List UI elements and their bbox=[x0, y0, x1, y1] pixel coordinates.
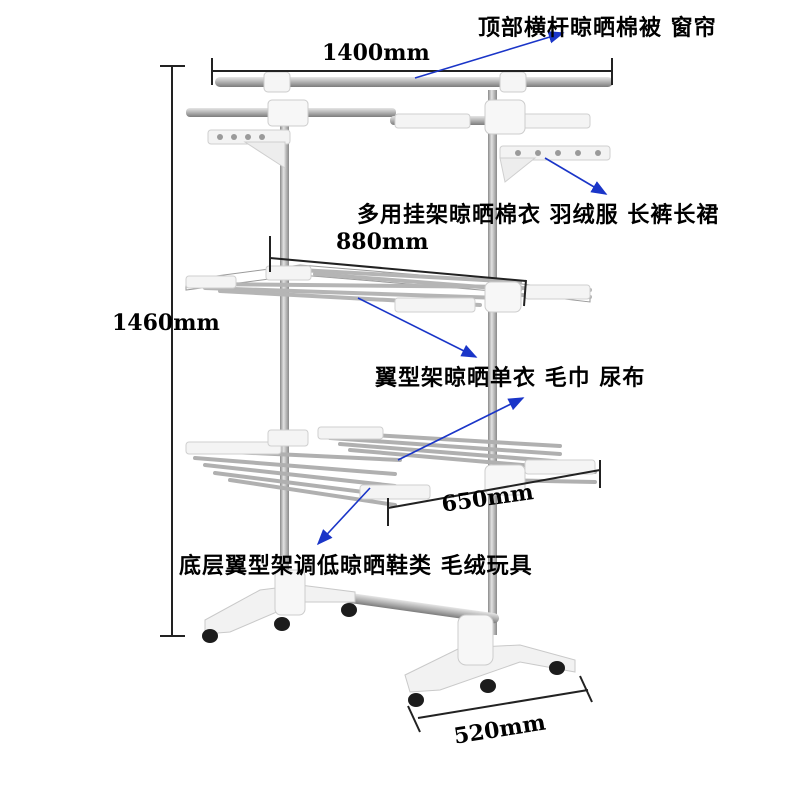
wing-width-dimension-line bbox=[269, 236, 527, 307]
rack-base bbox=[202, 569, 576, 707]
arrow-top-bar bbox=[414, 31, 565, 79]
wheels bbox=[202, 603, 565, 707]
label-multi-hanger: 多用挂架晾晒棉衣 羽绒服 长裤长裙 bbox=[357, 203, 720, 228]
callout-arrows bbox=[316, 31, 608, 546]
arrow-wing-rack bbox=[357, 297, 478, 358]
lower-wing-rack bbox=[185, 426, 597, 507]
shelf-depth-dimension-line bbox=[387, 460, 601, 526]
dimension-width-top: 1400mm bbox=[322, 40, 430, 66]
arrow-bottom-wing bbox=[316, 487, 371, 546]
multi-purpose-hanger bbox=[186, 99, 611, 183]
width-dimension-line bbox=[211, 58, 613, 85]
dimension-wing-width: 880mm bbox=[336, 229, 429, 255]
arrow-multi-hanger bbox=[544, 157, 608, 195]
base-depth-dimension-line bbox=[407, 675, 593, 733]
top-horizontal-bar bbox=[215, 71, 613, 93]
dimension-lines bbox=[160, 58, 613, 733]
label-top-bar: 顶部横杆晾晒棉被 窗帘 bbox=[478, 16, 717, 41]
arrow-shelf bbox=[397, 397, 525, 461]
label-wing-rack: 翼型架晾晒单衣 毛巾 尿布 bbox=[375, 366, 646, 391]
middle-wing-rack bbox=[185, 264, 592, 313]
dimension-height: 1460mm bbox=[112, 310, 220, 336]
upright-poles bbox=[280, 90, 497, 635]
height-dimension-line bbox=[160, 65, 185, 637]
label-bottom-wing: 底层翼型架调低晾晒鞋类 毛绒玩具 bbox=[179, 554, 533, 579]
